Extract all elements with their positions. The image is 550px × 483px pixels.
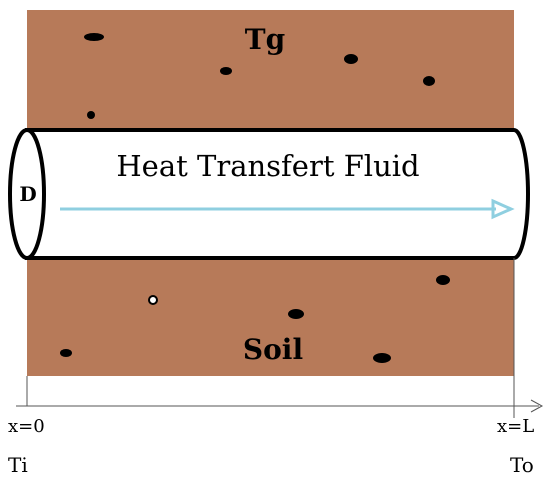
particle [423, 76, 435, 86]
particle [288, 309, 304, 319]
particle [373, 353, 391, 363]
pipe [8, 128, 530, 260]
x-axis [16, 258, 544, 418]
pipe-inlet-ellipse [8, 128, 46, 260]
top-region-label: Tg [245, 23, 285, 56]
fluid-label: Heat Transfert Fluid [116, 149, 419, 183]
pipe-body [25, 128, 530, 260]
particle [60, 349, 72, 357]
x-start-label: x=0 [8, 416, 45, 437]
particle [148, 295, 158, 305]
particle [344, 54, 358, 64]
particle [220, 67, 232, 75]
particle [436, 275, 450, 285]
inlet-temperature-label: Ti [8, 453, 28, 477]
particle [87, 111, 95, 119]
flow-arrow [60, 198, 515, 220]
particle [84, 33, 104, 41]
outlet-temperature-label: To [510, 453, 534, 477]
x-end-label: x=L [497, 416, 534, 437]
soil-particles [60, 33, 450, 363]
bottom-region-label: Soil [243, 333, 303, 366]
diameter-label: D [19, 182, 36, 206]
